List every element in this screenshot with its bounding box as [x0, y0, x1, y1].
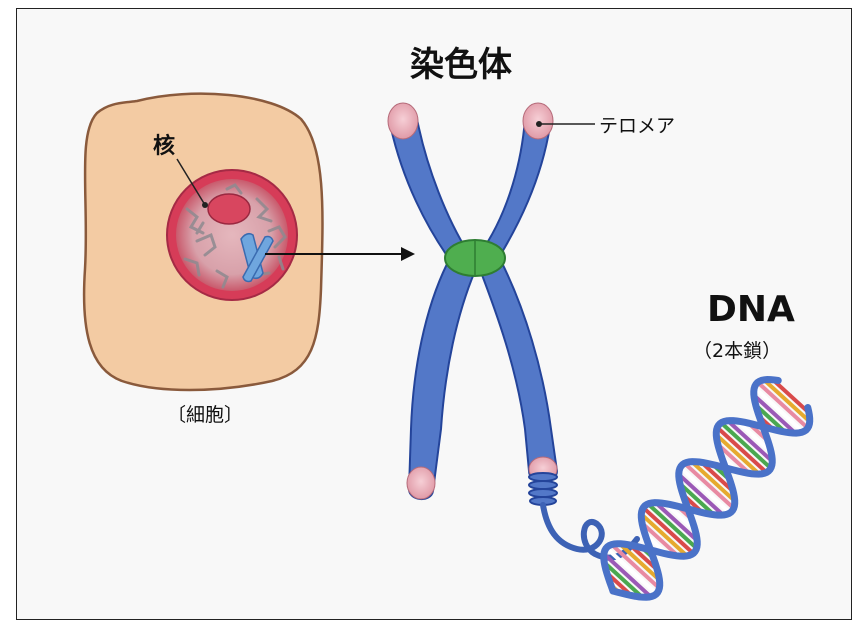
dna-sub-label: （2本鎖） — [693, 340, 781, 362]
dna-label: DNA — [707, 289, 795, 330]
dna-strand-link — [543, 505, 637, 558]
telomere-bottom-left — [407, 467, 435, 499]
chromatin-coil — [529, 473, 557, 505]
cell: 核 〔細胞〕 — [84, 94, 322, 426]
chromosome: テロメア 染色体 — [388, 45, 675, 505]
dna-double-helix — [604, 380, 810, 598]
cell-label: 〔細胞〕 — [167, 404, 243, 426]
telomere-top-left — [388, 103, 418, 139]
telomere-label: テロメア — [599, 115, 675, 137]
nucleus-label: 核 — [153, 133, 175, 159]
chromosome-diagram: 核 〔細胞〕 テロメア 染色体 — [17, 9, 853, 621]
dna: DNA （2本鎖） — [543, 289, 810, 597]
chromosome-arm-lower-left — [409, 264, 475, 499]
chromosome-label: 染色体 — [410, 45, 512, 85]
nucleolus — [208, 194, 250, 224]
chromosome-arm-lower-right — [479, 261, 557, 482]
telomere-top-right — [523, 103, 553, 139]
figure-frame: 核 〔細胞〕 テロメア 染色体 — [16, 8, 852, 620]
